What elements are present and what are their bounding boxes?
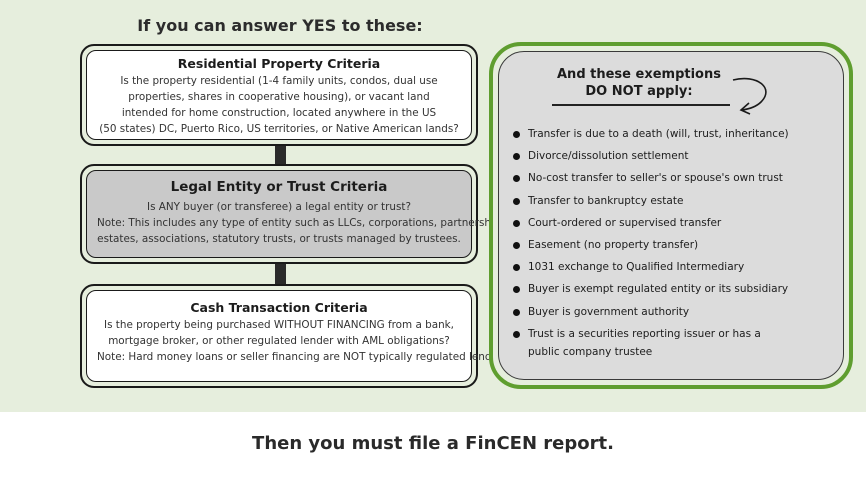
cash-transaction-criteria-text: Is the property being purchased WITHOUT … xyxy=(97,317,511,365)
legal-entity-criteria-title: Legal Entity or Trust Criteria xyxy=(170,179,388,195)
list-item: Easement (no property transfer) xyxy=(513,236,789,254)
residential-criteria-line: properties, shares in cooperative housin… xyxy=(128,91,430,103)
list-item: Transfer is due to a death (will, trust,… xyxy=(513,125,789,143)
bullet-icon xyxy=(513,241,520,249)
list-item: Transfer to bankruptcy estate xyxy=(513,192,789,210)
bullet-icon xyxy=(513,330,520,338)
cash-transaction-criteria-line: mortgage broker, or other regulated lend… xyxy=(108,335,450,347)
residential-criteria-line: (50 states) DC, Puerto Rico, US territor… xyxy=(99,123,459,135)
connector-line xyxy=(275,264,286,284)
cash-transaction-criteria-line: Note: Hard money loans or seller financi… xyxy=(97,351,511,363)
bullet-icon xyxy=(513,197,520,205)
exemption-text: No-cost transfer to seller's or spouse's… xyxy=(528,172,783,185)
bullet-icon xyxy=(513,131,520,138)
curved-arrow-down-left-icon xyxy=(732,77,767,115)
exemptions-list: Transfer is due to a death (will, trust,… xyxy=(513,125,789,365)
list-item: No-cost transfer to seller's or spouse's… xyxy=(513,169,789,187)
list-item: Court-ordered or supervised transfer xyxy=(513,214,789,232)
exemption-text: Buyer is government authority xyxy=(528,305,690,318)
legal-entity-criteria-box: Legal Entity or Trust Criteria Is ANY bu… xyxy=(80,164,510,264)
exemption-text: Court-ordered or supervised transfer xyxy=(528,216,722,229)
legal-entity-criteria-text: Is ANY buyer (or transferee) a legal ent… xyxy=(97,199,510,247)
bullet-icon xyxy=(513,153,520,161)
legal-entity-criteria-line: Is ANY buyer (or transferee) a legal ent… xyxy=(147,201,411,213)
list-item: Trust is a securities reporting issuer o… xyxy=(513,325,789,343)
exemption-text: Easement (no property transfer) xyxy=(528,238,699,251)
exemptions-card: And these exemptions DO NOT apply: Trans… xyxy=(498,51,844,380)
exemptions-title: And these exemptions DO NOT apply: xyxy=(529,66,749,100)
legal-entity-criteria-line: Note: This includes any type of entity s… xyxy=(97,217,510,229)
footer-conclusion: Then you must file a FinCEN report. xyxy=(252,433,614,454)
exemption-text: Transfer is due to a death (will, trust,… xyxy=(528,128,789,140)
exemptions-title-line: DO NOT apply: xyxy=(585,84,693,99)
exemption-text: 1031 exchange to Qualified Intermediary xyxy=(528,261,745,274)
exemption-text: Trust is a securities reporting issuer o… xyxy=(528,327,761,340)
exemption-text: Transfer to bankruptcy estate xyxy=(528,194,684,207)
cash-transaction-criteria-box: Cash Transaction Criteria Is the propert… xyxy=(80,284,511,388)
criteria-heading: If you can answer YES to these: xyxy=(137,16,423,35)
title-underline xyxy=(552,104,730,106)
list-item: Buyer is government authority xyxy=(513,303,789,321)
connector-line xyxy=(275,146,286,164)
exemptions-box: And these exemptions DO NOT apply: Trans… xyxy=(489,42,853,389)
exemption-text: Divorce/dissolution settlement xyxy=(528,150,689,163)
bullet-icon xyxy=(513,219,520,227)
residential-criteria-title: Residential Property Criteria xyxy=(177,56,381,71)
residential-criteria-text: Is the property residential (1-4 family … xyxy=(97,73,461,137)
bullet-icon xyxy=(513,175,520,183)
residential-criteria-line: intended for home construction, located … xyxy=(121,107,437,119)
bullet-icon xyxy=(513,264,520,272)
list-item-continuation: public company trustee xyxy=(513,343,789,361)
legal-entity-criteria-line: estates, associations, statutory trusts,… xyxy=(97,233,461,245)
residential-criteria-card: Residential Property Criteria Is the pro… xyxy=(86,50,472,140)
cash-transaction-criteria-title: Cash Transaction Criteria xyxy=(190,300,368,315)
legal-entity-criteria-card: Legal Entity or Trust Criteria Is ANY bu… xyxy=(86,170,510,258)
bullet-icon xyxy=(513,308,520,316)
residential-criteria-box: Residential Property Criteria Is the pro… xyxy=(80,44,478,146)
exemptions-title-line: And these exemptions xyxy=(557,67,721,82)
cash-transaction-criteria-card: Cash Transaction Criteria Is the propert… xyxy=(86,290,511,382)
residential-criteria-line: Is the property residential (1-4 family … xyxy=(120,75,438,87)
exemption-text: public company trustee xyxy=(528,345,653,358)
exemption-text: Buyer is exempt regulated entity or its … xyxy=(528,283,789,296)
bullet-icon xyxy=(513,286,520,294)
cash-transaction-criteria-line: Is the property being purchased WITHOUT … xyxy=(104,319,454,331)
list-item: Divorce/dissolution settlement xyxy=(513,147,789,165)
list-item: Buyer is exempt regulated entity or its … xyxy=(513,280,789,298)
list-item: 1031 exchange to Qualified Intermediary xyxy=(513,258,789,276)
